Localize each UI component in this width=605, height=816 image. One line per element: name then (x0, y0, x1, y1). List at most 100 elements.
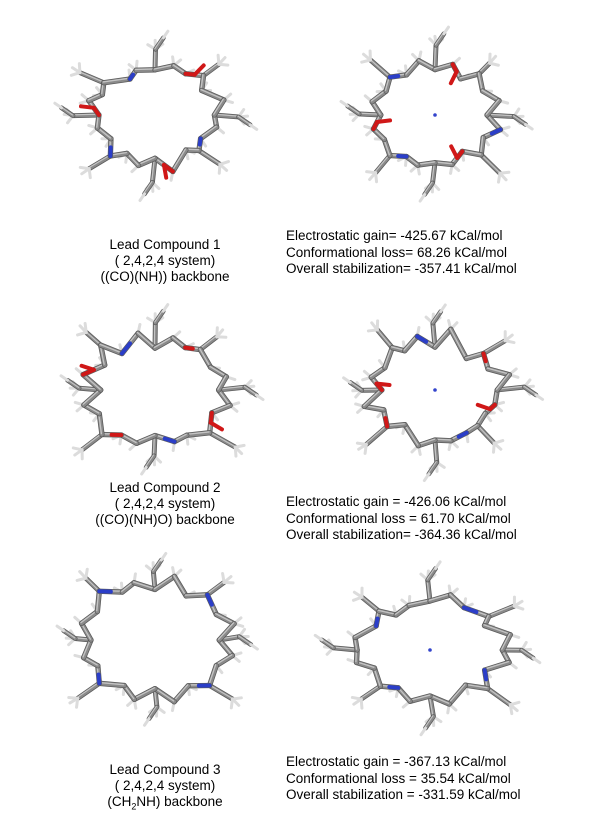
bond-highlight (76, 681, 100, 699)
bond-highlight (483, 624, 511, 635)
hydrogen-bond (418, 192, 427, 203)
hydrogen-bond (342, 376, 352, 384)
hydrogen-bond (355, 441, 368, 446)
carbon-bond (463, 683, 490, 691)
bond-highlight (208, 664, 217, 686)
bond-highlight (197, 149, 220, 165)
bond-highlight (428, 694, 450, 704)
carbon-bond (144, 454, 156, 469)
bond-highlight (427, 461, 437, 474)
molecule-1-free (40, 20, 270, 210)
bond-highlight (173, 574, 187, 596)
bond-highlight (476, 424, 495, 444)
hydrogen-bond (78, 165, 91, 171)
hydrogen-bond (217, 62, 230, 67)
bond-highlight (172, 684, 189, 702)
hydrogen-bond (439, 303, 447, 314)
carbon-bond (500, 632, 513, 652)
molecule-2-free (40, 295, 270, 485)
bond-highlight (208, 684, 233, 699)
bond-highlight (360, 595, 379, 611)
carbon-bond (433, 327, 453, 350)
carbon-bond (434, 32, 446, 47)
caption-compound-1: Lead Compound 1 ( 2,4,2,4 system) ((CO)(… (45, 237, 285, 285)
carbon-bond (485, 98, 501, 117)
oxygen-bond (481, 351, 488, 364)
carbon-bond (481, 338, 507, 356)
bond-highlight (482, 339, 506, 354)
hydrogen-bond (53, 101, 63, 110)
carbon-bond (404, 58, 421, 77)
hydrogen-bond (534, 393, 545, 401)
carbon-bond (212, 113, 241, 119)
bond-highlight (370, 366, 385, 378)
nitrogen-bond (119, 341, 133, 356)
carbon-bond (216, 374, 229, 392)
bond-highlight (102, 77, 131, 83)
bond-highlight (153, 336, 174, 349)
caption-compound-2: Lead Compound 2 ( 2,4,2,4 system) ((CO)(… (45, 480, 285, 528)
carbon-bond (357, 112, 383, 117)
carbon-bond (153, 574, 177, 592)
carbon-bond (495, 372, 512, 392)
bond-highlight (199, 125, 217, 139)
backbone-formula-sub: 2 (131, 801, 137, 812)
bond-highlight (376, 328, 393, 348)
carbon-bond (433, 160, 454, 167)
bond-highlight (136, 331, 156, 349)
bond-highlight (383, 346, 393, 368)
hydrogen-bond (531, 656, 542, 665)
bond-highlight (374, 154, 390, 173)
bond-highlight (479, 136, 484, 155)
molecule-1-complex (320, 20, 550, 210)
bond-highlight (520, 648, 534, 658)
hydrogen-bond (215, 335, 228, 339)
carbonyl-oxygen (448, 69, 459, 86)
hydrogen-bond (496, 171, 502, 184)
carbon-bond (87, 154, 113, 171)
carbon-bond (71, 113, 101, 118)
bond-highlight (71, 113, 99, 116)
carbon-bond (408, 694, 432, 704)
hydrogen-bond (140, 465, 148, 476)
bond-highlight (370, 89, 387, 102)
hydrogen-bond (313, 633, 324, 642)
bond-highlight (449, 327, 467, 359)
bond-highlight (217, 622, 235, 640)
bond-highlight (433, 43, 437, 70)
carbon-bond (407, 599, 432, 608)
bond-highlight (199, 335, 217, 350)
bond-highlight (99, 343, 123, 354)
bond-highlight (82, 638, 92, 658)
bond-highlight (121, 581, 135, 592)
bond-highlight (365, 425, 388, 445)
carbon-bond (198, 125, 219, 141)
carbon-bond (430, 161, 437, 185)
carbonyl-oxygen (449, 144, 460, 160)
carbon-bond (331, 646, 359, 652)
nitrogen-bond (387, 74, 401, 80)
carbon-bond (495, 385, 527, 392)
hydrogen-bond (488, 61, 500, 67)
carbon-bond (172, 683, 191, 704)
carbon-bond (207, 663, 219, 688)
oxygen-bond (383, 416, 390, 429)
bond-highlight (433, 438, 437, 463)
bond-highlight (84, 576, 100, 592)
bond-highlight (459, 72, 480, 79)
carbonyl-oxygen (192, 63, 206, 77)
compound-3-backbone: (CH2NH) backbone (45, 794, 285, 812)
carbon-bond (423, 714, 436, 730)
nitrogen-bond (128, 72, 136, 82)
bond-highlight (147, 705, 157, 719)
bond-highlight (433, 327, 451, 348)
carbon-bond (431, 309, 443, 325)
carbon-bond (212, 98, 226, 117)
compound-1-backbone: ((CO)(NH)) backbone (100, 269, 230, 284)
bond-highlight (417, 59, 436, 70)
bond-highlight (185, 431, 210, 436)
carbon-bond (485, 113, 516, 119)
nitrogen-bond (96, 672, 102, 686)
hydrogen-bond (233, 445, 238, 458)
carbon-bond (487, 604, 517, 619)
